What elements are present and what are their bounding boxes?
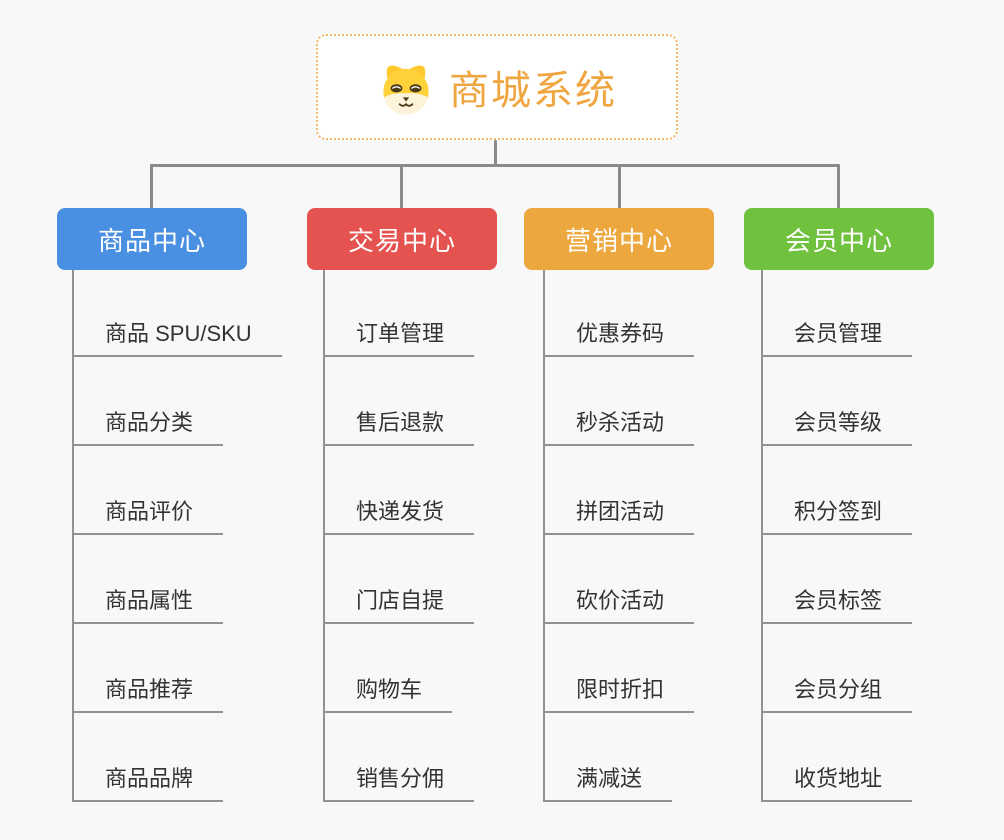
leaf-product-attribute[interactable]: 商品属性 [72, 578, 224, 624]
branch-label: 会员中心 [784, 225, 893, 256]
leaf-label: 会员分组 [794, 677, 883, 702]
leaf-label: 拼团活动 [576, 499, 665, 524]
leaf-label: 会员管理 [794, 321, 883, 346]
leaf-label: 砍价活动 [576, 588, 665, 613]
branch-label: 营销中心 [564, 225, 673, 256]
leaf-order-management[interactable]: 订单管理 [323, 311, 475, 357]
leaf-store-pickup[interactable]: 门店自提 [323, 578, 475, 624]
leaf-express-shipping[interactable]: 快递发货 [323, 489, 475, 535]
leaf-label: 售后退款 [356, 410, 445, 435]
leaf-product-review[interactable]: 商品评价 [72, 489, 224, 535]
leaf-group-buy[interactable]: 拼团活动 [543, 489, 695, 535]
connector-horizontal [150, 164, 840, 167]
leaf-label: 购物车 [356, 677, 423, 702]
branch-label: 商品中心 [97, 225, 206, 256]
leaf-product-brand[interactable]: 商品品牌 [72, 756, 224, 802]
leaf-label: 订单管理 [356, 321, 445, 346]
leaf-aftersale-refund[interactable]: 售后退款 [323, 400, 475, 446]
leaf-points-checkin[interactable]: 积分签到 [761, 489, 913, 535]
leaf-label: 会员标签 [794, 588, 883, 613]
dog-face-icon [383, 65, 429, 115]
leaf-product-recommend[interactable]: 商品推荐 [72, 667, 224, 713]
leaf-shipping-address[interactable]: 收货地址 [761, 756, 913, 802]
leaf-member-group[interactable]: 会员分组 [761, 667, 913, 713]
connector-column-trade [323, 270, 325, 802]
leaf-label: 优惠券码 [576, 321, 665, 346]
leaf-label: 门店自提 [356, 588, 445, 613]
leaf-label: 商品属性 [105, 588, 194, 613]
leaf-label: 积分签到 [794, 499, 883, 524]
branch-marketing-center[interactable]: 营销中心 [524, 208, 714, 270]
connector-column-product [72, 270, 74, 802]
leaf-label: 收货地址 [794, 766, 883, 791]
connector-column-member [761, 270, 763, 802]
leaf-bargain-activity[interactable]: 砍价活动 [543, 578, 695, 624]
leaf-member-level[interactable]: 会员等级 [761, 400, 913, 446]
branch-member-center[interactable]: 会员中心 [744, 208, 934, 270]
leaf-label: 快递发货 [356, 499, 445, 524]
root-node[interactable]: 商城系统 [316, 34, 678, 140]
leaf-product-category[interactable]: 商品分类 [72, 400, 224, 446]
leaf-member-management[interactable]: 会员管理 [761, 311, 913, 357]
leaf-shopping-cart[interactable]: 购物车 [323, 667, 453, 713]
leaf-label: 商品评价 [105, 499, 194, 524]
branch-product-center[interactable]: 商品中心 [57, 208, 247, 270]
leaf-label: 满减送 [576, 766, 643, 791]
connector-stub-member [837, 164, 840, 209]
connector-stub-product [150, 164, 153, 209]
leaf-product-spu-sku[interactable]: 商品 SPU/SKU [72, 311, 282, 357]
root-title: 商城系统 [449, 69, 617, 113]
leaf-label: 商品推荐 [105, 677, 194, 702]
leaf-label: 限时折扣 [576, 677, 665, 702]
leaf-spend-and-save[interactable]: 满减送 [543, 756, 673, 802]
leaf-label: 商品品牌 [105, 766, 194, 791]
leaf-label: 商品分类 [105, 410, 194, 435]
leaf-limited-time-discount[interactable]: 限时折扣 [543, 667, 695, 713]
connector-root-drop [494, 140, 497, 166]
connector-stub-marketing [618, 164, 621, 209]
branch-label: 交易中心 [347, 225, 456, 256]
leaf-label: 会员等级 [794, 410, 883, 435]
leaf-member-tag[interactable]: 会员标签 [761, 578, 913, 624]
leaf-coupon-code[interactable]: 优惠券码 [543, 311, 695, 357]
leaf-sales-commission[interactable]: 销售分佣 [323, 756, 475, 802]
leaf-label: 秒杀活动 [576, 410, 665, 435]
connector-column-marketing [543, 270, 545, 802]
leaf-label: 商品 SPU/SKU [105, 321, 252, 346]
leaf-label: 销售分佣 [356, 766, 445, 791]
branch-trade-center[interactable]: 交易中心 [307, 208, 497, 270]
connector-stub-trade [400, 164, 403, 209]
leaf-flash-sale[interactable]: 秒杀活动 [543, 400, 695, 446]
